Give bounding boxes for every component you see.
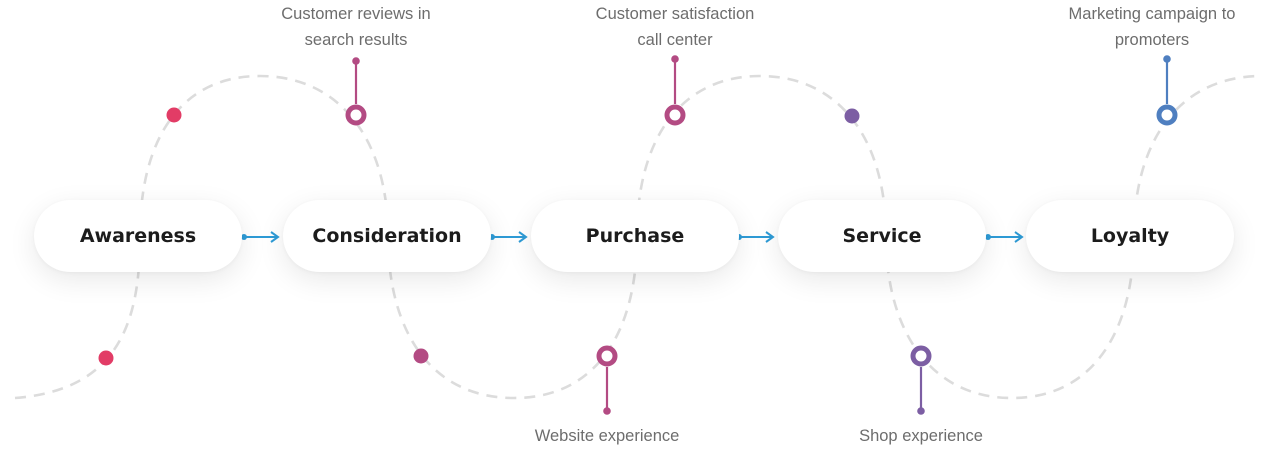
pin-website [596, 345, 618, 415]
note-line: search results [304, 31, 408, 49]
note-website: Website experience [487, 423, 727, 449]
stage-label: Loyalty [1090, 225, 1170, 247]
stage-service: Service [778, 200, 986, 272]
pin-marketing [1156, 55, 1178, 126]
note-call-center: Customer satisfaction call center [555, 1, 795, 53]
stage-purchase: Purchase [531, 200, 739, 272]
stage-loyalty: Loyalty [1026, 200, 1234, 272]
arrow-3 [736, 231, 775, 243]
pin-call-center [664, 55, 686, 126]
note-line: Customer reviews in [281, 5, 431, 23]
pin-reviews [345, 57, 367, 126]
stage-label: Service [842, 225, 922, 247]
stage-consideration: Consideration [283, 200, 491, 272]
note-marketing: Marketing campaign to promoters [1032, 1, 1272, 53]
dot-awareness-bottom [98, 350, 114, 366]
note-line: Website experience [534, 427, 680, 445]
note-line: promoters [1114, 31, 1190, 49]
arrow-2 [489, 231, 528, 243]
note-line: Customer satisfaction [595, 5, 755, 23]
pin-shop [910, 345, 932, 415]
note-reviews: Customer reviews in search results [236, 1, 476, 53]
note-line: Marketing campaign to [1068, 5, 1236, 23]
stage-label: Consideration [312, 225, 462, 247]
note-shop: Shop experience [801, 423, 1041, 449]
dot-service-top [844, 108, 860, 124]
stage-label: Awareness [79, 225, 197, 247]
dot-awareness-top [166, 107, 182, 123]
stage-label: Purchase [585, 225, 685, 247]
stage-awareness: Awareness [34, 200, 242, 272]
note-line: Shop experience [859, 427, 983, 445]
dot-consideration-bottom [413, 348, 429, 364]
arrow-4 [985, 231, 1024, 243]
note-line: call center [637, 31, 713, 49]
arrow-1 [241, 231, 280, 243]
